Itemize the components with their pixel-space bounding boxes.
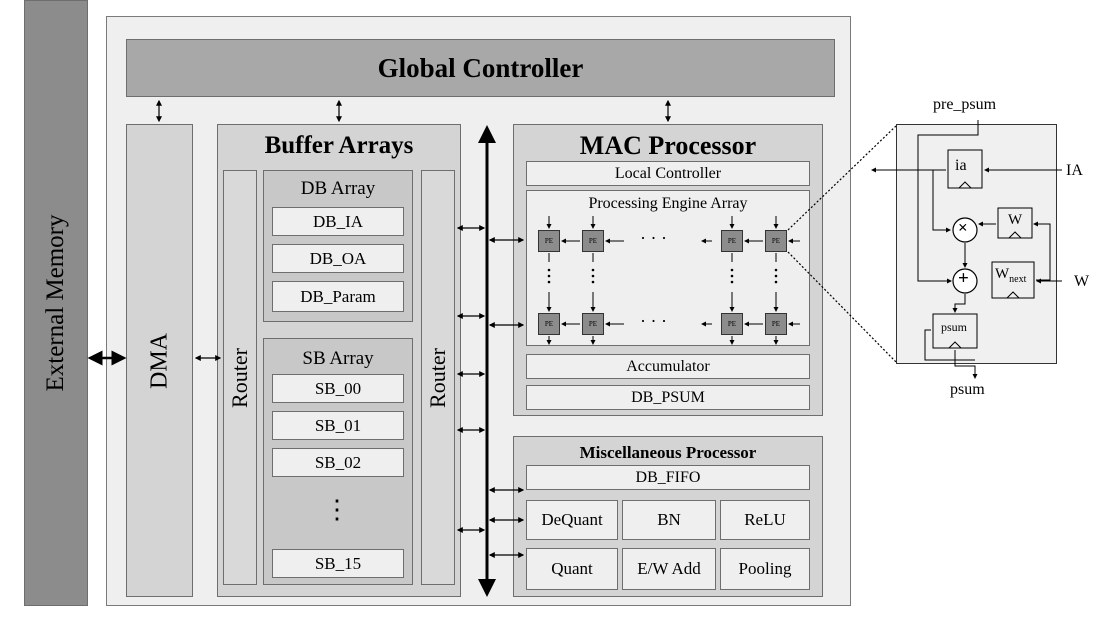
db-fifo-buffer: DB_FIFO	[526, 465, 810, 490]
sb-array-title: SB Array	[302, 348, 374, 369]
ia-register-label: ia	[955, 157, 967, 174]
bn-unit: BN	[622, 500, 716, 540]
local-controller: Local Controller	[526, 161, 810, 186]
w-next-subscript: next	[1009, 274, 1027, 285]
adder-symbol: +	[958, 268, 969, 289]
misc-processor-title: Miscellaneous Processor	[579, 443, 757, 462]
ia-input-label: IA	[1066, 162, 1083, 179]
adder	[952, 268, 978, 294]
pe-cell: PE	[538, 313, 560, 335]
w-register	[997, 207, 1033, 239]
multiplier-symbol: ×	[958, 218, 968, 237]
pre-psum-label: pre_psum	[933, 96, 997, 113]
w-register-label: W	[1008, 212, 1023, 228]
pe-cell: PE	[582, 230, 604, 252]
quant-unit: Quant	[526, 548, 618, 590]
sb-15-buffer: SB_15	[272, 549, 404, 578]
pe-array	[526, 190, 810, 346]
pe-row-dots: · · ·	[640, 228, 667, 248]
global-controller: Global Controller	[126, 39, 835, 97]
pe-cell: PE	[721, 313, 743, 335]
pe-cell: PE	[721, 230, 743, 252]
zoom-guide	[787, 251, 897, 363]
buffer-arrays-title: Buffer Arrays	[264, 132, 414, 159]
router-right: Router	[421, 170, 455, 585]
db-ia-buffer: DB_IA	[272, 207, 404, 236]
dma-block: DMA	[126, 124, 193, 597]
pe-cell: PE	[538, 230, 560, 252]
db-oa-buffer: DB_OA	[272, 244, 404, 273]
zoom-guide	[787, 125, 897, 231]
sb-00-buffer: SB_00	[272, 374, 404, 403]
sb-02-buffer: SB_02	[272, 448, 404, 477]
pe-cell: PE	[765, 230, 787, 252]
psum-register-label: psum	[941, 320, 968, 334]
pooling-unit: Pooling	[720, 548, 810, 590]
db-array-title: DB Array	[300, 178, 376, 199]
sb-ellipsis: ⋮	[324, 495, 350, 524]
pe-cell: PE	[765, 313, 787, 335]
multiplier	[952, 217, 978, 243]
sb-01-buffer: SB_01	[272, 411, 404, 440]
mac-processor-title: MAC Processor	[579, 131, 757, 160]
relu-unit: ReLU	[720, 500, 810, 540]
db-psum-buffer: DB_PSUM	[526, 385, 810, 410]
psum-output-label: psum	[950, 381, 985, 398]
pe-array-title: Processing Engine Array	[588, 195, 748, 212]
pe-cell: PE	[582, 313, 604, 335]
w-input-label: W	[1074, 273, 1090, 290]
external-memory-block: External Memory	[24, 0, 88, 606]
w-next-label: Wnext	[995, 266, 1027, 285]
db-param-buffer: DB_Param	[272, 281, 404, 312]
dequant-unit: DeQuant	[526, 500, 618, 540]
ew-add-unit: E/W Add	[622, 548, 716, 590]
accumulator: Accumulator	[526, 354, 810, 379]
router-left: Router	[223, 170, 257, 585]
pe-row-dots: · · ·	[640, 311, 667, 331]
